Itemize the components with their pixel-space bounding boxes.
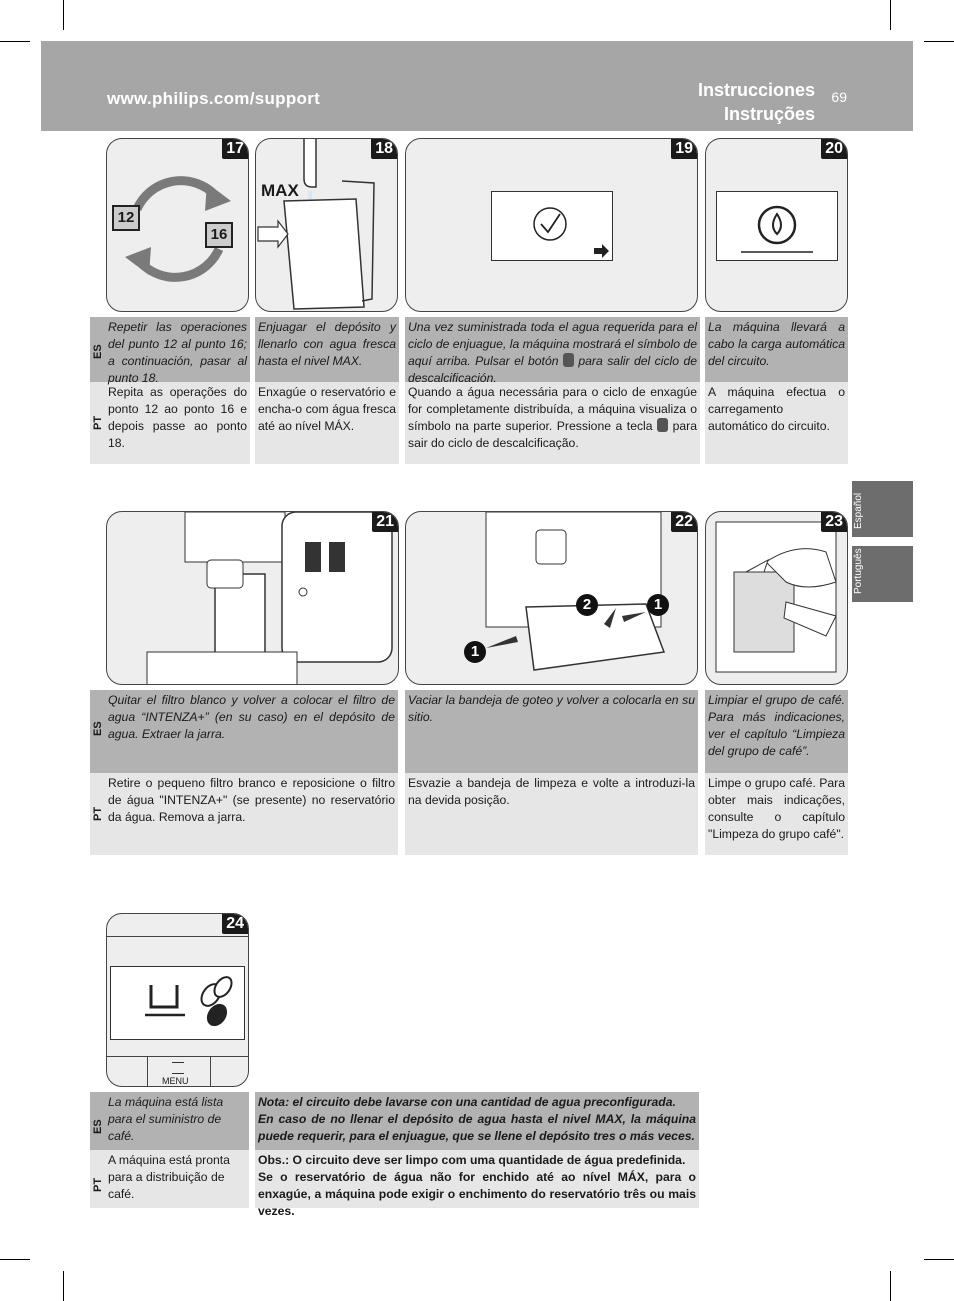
page-number: 69 <box>831 89 847 105</box>
figure-24: MENU 24 <box>106 913 249 1087</box>
memo-button-icon <box>562 353 574 367</box>
pt-row-2b <box>405 773 698 855</box>
page-header: www.philips.com/support Instrucciones In… <box>41 41 913 131</box>
figure-20: 20 <box>705 138 848 312</box>
figure-number: 17 <box>222 139 248 159</box>
es-row-3 <box>90 1092 699 1150</box>
pt-row-2c <box>705 773 848 855</box>
coffee-ready-icon <box>145 976 233 1027</box>
figure-23: 23 <box>705 511 848 685</box>
support-url[interactable]: www.philips.com/support <box>107 89 321 108</box>
figure-number: 22 <box>671 512 697 532</box>
callout-1-left: 1 <box>464 641 486 663</box>
max-label: MAX <box>261 181 299 200</box>
pt-row-1 <box>90 382 700 464</box>
memo-button-icon <box>657 418 669 432</box>
step-box-16: 16 <box>205 222 233 248</box>
step-box-12: 12 <box>112 205 140 231</box>
es-row-2a <box>90 690 398 773</box>
display-screen <box>716 191 838 261</box>
side-tab-espanol[interactable]: Español <box>852 481 913 537</box>
figure-number: 24 <box>222 914 248 934</box>
figure-number: 19 <box>671 139 697 159</box>
menu-icon <box>172 1062 184 1074</box>
brew-group-cleaning-illustration <box>715 521 837 673</box>
figure-number: 23 <box>821 512 847 532</box>
pt-row-2a <box>90 773 398 855</box>
cycle-arrows-illustration <box>125 176 231 282</box>
pt-row-3 <box>90 1150 699 1208</box>
figure-18: MAX 18 <box>255 138 398 312</box>
water-tank-illustration <box>257 139 375 310</box>
figure-number: 20 <box>821 139 847 159</box>
title-es: Instrucciones <box>697 80 815 100</box>
display-screen <box>491 191 613 261</box>
figure-21: 21 <box>106 511 399 685</box>
title-pt: Instruções <box>723 104 815 124</box>
machine-with-tank-illustration <box>146 512 393 684</box>
water-refill-icon <box>741 205 813 253</box>
callout-1-right: 1 <box>647 594 669 616</box>
page-titles: Instrucciones Instruções <box>698 78 815 126</box>
es-row-1-last <box>705 317 848 382</box>
es-row-1 <box>90 317 700 382</box>
checkmark-icon <box>533 207 609 258</box>
es-row-2b <box>405 690 698 773</box>
drip-tray-illustration <box>485 512 666 671</box>
callout-2: 2 <box>576 594 598 616</box>
figure-19: 19 <box>405 138 698 312</box>
es-row-2c <box>705 690 848 773</box>
figure-number: 18 <box>371 139 397 159</box>
side-tab-portugues[interactable]: Português <box>852 546 913 602</box>
figure-17: 12 16 17 <box>106 138 249 312</box>
menu-label: MENU <box>162 1076 189 1086</box>
figure-number: 21 <box>372 512 398 532</box>
figure-22: 2 1 1 22 <box>405 511 698 685</box>
pt-row-1-last <box>705 382 848 464</box>
display-screen <box>110 966 245 1040</box>
